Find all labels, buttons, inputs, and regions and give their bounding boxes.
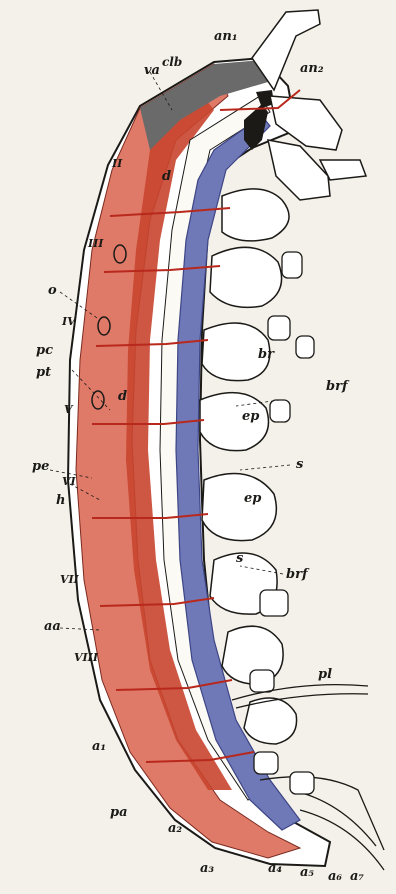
label-a6: a₆ — [328, 870, 342, 883]
label-an2: an₂ — [300, 62, 324, 75]
label-pa: pa — [110, 806, 128, 819]
label-VI: VI — [62, 476, 76, 487]
label-VII: VII — [60, 574, 79, 585]
label-a1: a₁ — [92, 740, 106, 753]
label-ep-top: ep — [242, 410, 259, 423]
label-a3: a₃ — [200, 862, 214, 875]
label-a4: a₄ — [268, 862, 282, 875]
label-a2: a₂ — [168, 822, 182, 835]
label-pl: pl — [318, 668, 332, 681]
label-VIII: VIII — [74, 652, 98, 663]
label-aa: aa — [44, 620, 61, 633]
label-a7: a₇ — [350, 870, 364, 883]
appendage-tips — [250, 252, 314, 692]
label-ep-mid: ep — [244, 492, 261, 505]
label-brf-top: brf — [326, 380, 348, 393]
label-s-mid: s — [236, 552, 243, 565]
label-pt: pt — [36, 366, 51, 379]
label-pc-top: pc — [36, 344, 53, 357]
label-brf-mid: brf — [286, 568, 308, 581]
label-II: II — [112, 158, 122, 169]
label-III: III — [88, 238, 103, 249]
label-pe: pe — [32, 460, 49, 473]
label-an1: an₁ — [214, 30, 238, 43]
label-br: br — [258, 348, 274, 361]
label-s-top: s — [296, 458, 303, 471]
label-clb: clb — [162, 56, 182, 68]
label-o: o — [48, 284, 57, 297]
label-d-top: d — [162, 170, 171, 183]
label-IV: IV — [62, 316, 76, 327]
label-va: va — [144, 64, 160, 77]
label-h: h — [56, 494, 65, 507]
label-a5: a₅ — [300, 866, 314, 879]
label-V: V — [64, 404, 73, 415]
label-d-mid: d — [118, 390, 127, 403]
